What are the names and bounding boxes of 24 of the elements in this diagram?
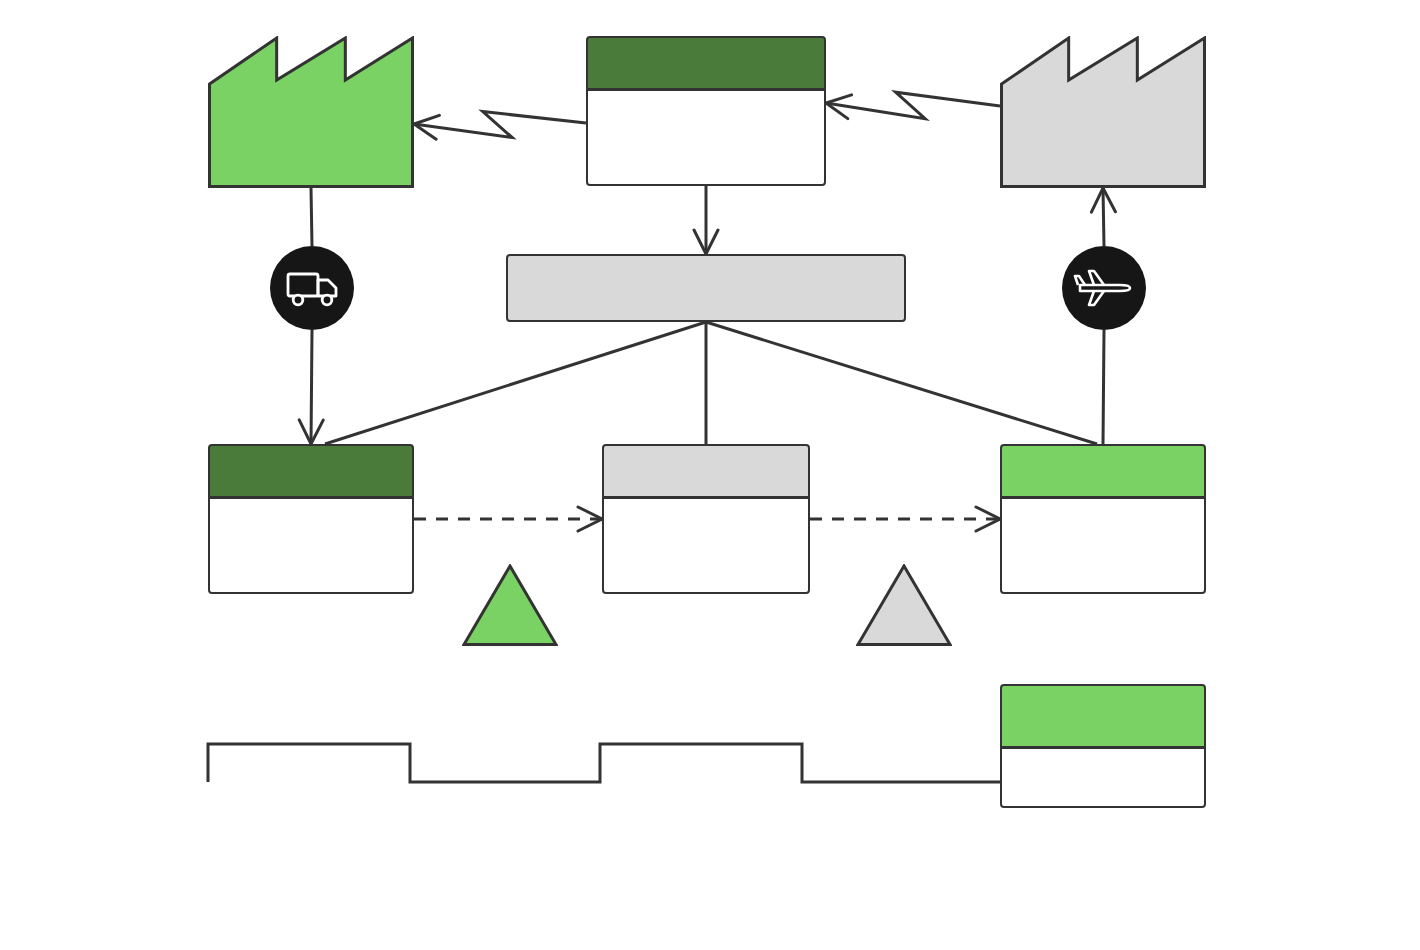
- truck-icon: [270, 246, 354, 330]
- connector-line: [705, 320, 1098, 446]
- dashed-arrow: [414, 505, 604, 533]
- data-box: [1000, 684, 1206, 808]
- connector-line: [309, 187, 314, 247]
- factory-icon: [1000, 36, 1206, 188]
- airplane-icon: [1062, 246, 1146, 330]
- connector-line: [704, 322, 708, 444]
- data-box: [602, 444, 810, 594]
- arrow: [297, 330, 325, 446]
- data-box: [1000, 444, 1206, 594]
- arrow: [1089, 186, 1117, 247]
- connector-line: [1101, 330, 1106, 444]
- data-box: [586, 36, 826, 186]
- dashed-arrow: [810, 505, 1002, 533]
- connector-line: [324, 320, 707, 446]
- triangle-icon: [462, 564, 558, 646]
- factory-icon: [208, 36, 414, 188]
- data-box: [208, 444, 414, 594]
- triangle-icon: [856, 564, 952, 646]
- bar-box: [506, 254, 906, 322]
- zigzag-arrow: [824, 90, 1001, 121]
- zigzag-arrow: [412, 109, 587, 141]
- arrow: [692, 186, 720, 256]
